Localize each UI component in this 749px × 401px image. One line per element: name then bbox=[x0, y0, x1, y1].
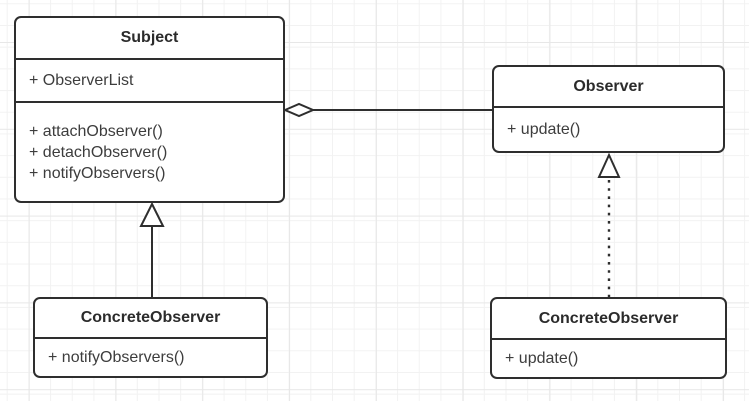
aggregation-connector[interactable] bbox=[282, 102, 492, 118]
class-title: Subject bbox=[120, 29, 179, 46]
methods-compartment: + attachObserver() + detachObserver() + … bbox=[16, 101, 283, 201]
class-box-concrete-observer-left[interactable]: ConcreteObserver + notifyObservers() bbox=[33, 297, 268, 378]
attributes-compartment: + ObserverList bbox=[16, 58, 283, 101]
realization-connector[interactable] bbox=[597, 152, 621, 298]
methods-compartment: + update() bbox=[494, 106, 723, 151]
inheritance-triangle-icon bbox=[139, 201, 165, 227]
aggregation-diamond-icon bbox=[282, 102, 316, 118]
method-item: + update() bbox=[505, 350, 579, 367]
methods-compartment: + notifyObservers() bbox=[35, 337, 266, 376]
realization-triangle-icon bbox=[597, 152, 621, 178]
class-box-observer[interactable]: Observer + update() bbox=[492, 65, 725, 153]
method-item: + notifyObservers() bbox=[29, 164, 166, 182]
class-title: Observer bbox=[573, 77, 644, 95]
class-box-subject[interactable]: Subject + ObserverList + attachObserver(… bbox=[14, 16, 285, 203]
method-item: + detachObserver() bbox=[29, 143, 168, 161]
method-item: + attachObserver() bbox=[29, 122, 163, 140]
method-item: + update() bbox=[507, 121, 581, 138]
class-title: ConcreteObserver bbox=[80, 309, 221, 326]
generalization-connector[interactable] bbox=[139, 201, 165, 298]
attribute-item: + ObserverList bbox=[29, 72, 134, 89]
class-title: ConcreteObserver bbox=[538, 309, 679, 327]
method-item: + notifyObservers() bbox=[48, 349, 185, 366]
class-box-concrete-observer-right[interactable]: ConcreteObserver + update() bbox=[490, 297, 727, 379]
methods-compartment: + update() bbox=[492, 338, 725, 377]
